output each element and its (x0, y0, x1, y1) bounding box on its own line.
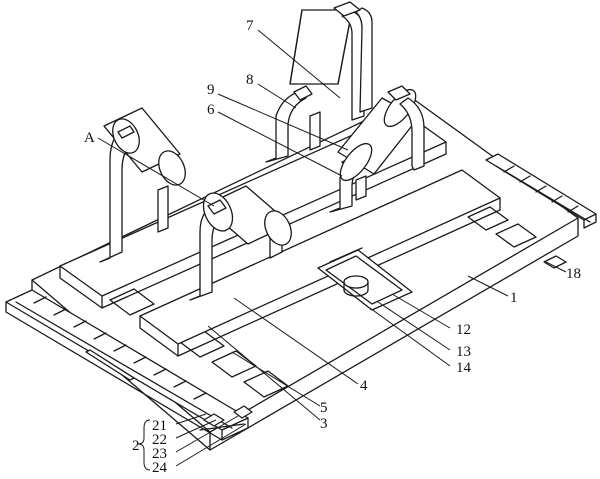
callout-23: 23 (152, 446, 167, 462)
top-roller (289, 1, 373, 121)
callout-8: 8 (246, 72, 254, 88)
right-rail-rollers (503, 165, 579, 213)
callout-24: 24 (152, 460, 168, 476)
front-support-plate (139, 169, 501, 357)
right-rail-assembly (485, 153, 597, 269)
callout-2: 2 (132, 438, 140, 454)
drive-unit (317, 247, 413, 311)
callout-7: 7 (246, 18, 254, 34)
callout-A: A (84, 130, 95, 146)
left-rail-assembly (5, 289, 253, 441)
leader-lines (97, 29, 567, 471)
inclined-roller (337, 85, 425, 182)
callout-5: 5 (320, 400, 328, 416)
callout-18: 18 (566, 266, 581, 282)
callout-6: 6 (207, 102, 215, 118)
callout-4: 4 (360, 378, 368, 394)
callout-1: 1 (510, 290, 518, 306)
callout-22: 22 (152, 432, 167, 448)
callout-12: 12 (456, 322, 471, 338)
callout-9: 9 (207, 82, 215, 98)
callout-13: 13 (456, 344, 471, 360)
left-rail-rollers (33, 296, 207, 400)
middle-bracket-8 (265, 85, 321, 163)
callout-21: 21 (152, 418, 167, 434)
reference-numerals: 7 8 9 6 A 18 1 12 13 14 4 5 3 21 22 23 2… (84, 18, 581, 476)
front-roller-bracket (189, 185, 292, 301)
callout-3: 3 (320, 416, 328, 432)
callout-14: 14 (456, 360, 472, 376)
